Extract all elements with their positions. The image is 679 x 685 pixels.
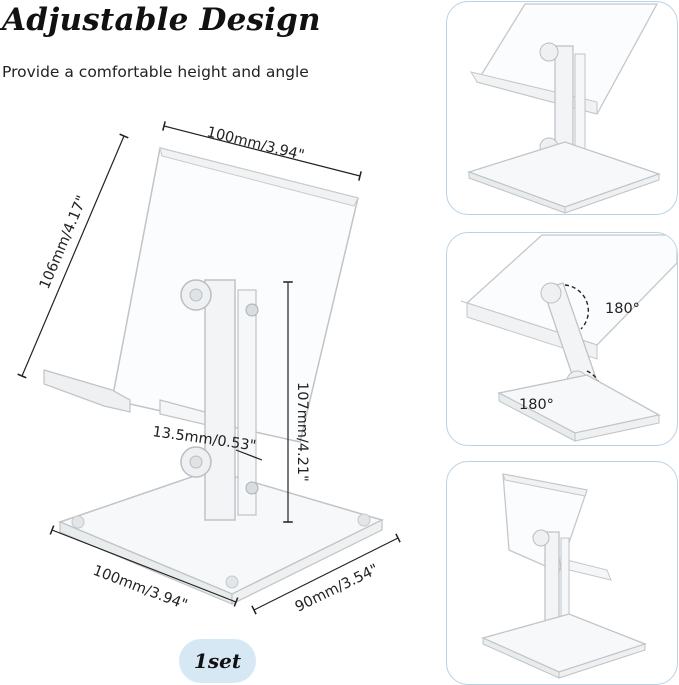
- page-title: Adjustable Design: [2, 2, 321, 38]
- dimension-lines: [17, 121, 401, 615]
- view-panel-rotation: 180° 180°: [446, 232, 678, 446]
- stand-low-angle-illustration: [466, 3, 661, 214]
- stand-rotation-illustration: 180° 180°: [460, 234, 677, 442]
- top-rotation-angle: 180°: [605, 301, 640, 317]
- bottom-rotation-angle: 180°: [519, 397, 554, 413]
- quantity-badge: 1set: [179, 639, 256, 683]
- dim-stem-height: 107mm/4.21": [294, 382, 310, 482]
- stand-dimension-illustration: 100mm/3.94" 106mm/4.17" 107mm/4.21" 13.5…: [17, 121, 401, 616]
- view-panel-upright: [446, 461, 678, 685]
- dim-base-depth: 90mm/3.54": [293, 562, 381, 616]
- stand-upright-illustration: [481, 473, 647, 679]
- dim-top-width: 100mm/3.94": [205, 124, 306, 164]
- view-panel-low-angle: [446, 1, 678, 215]
- page-subtitle: Provide a comfortable height and angle: [2, 63, 309, 81]
- support-stem: [180, 279, 259, 521]
